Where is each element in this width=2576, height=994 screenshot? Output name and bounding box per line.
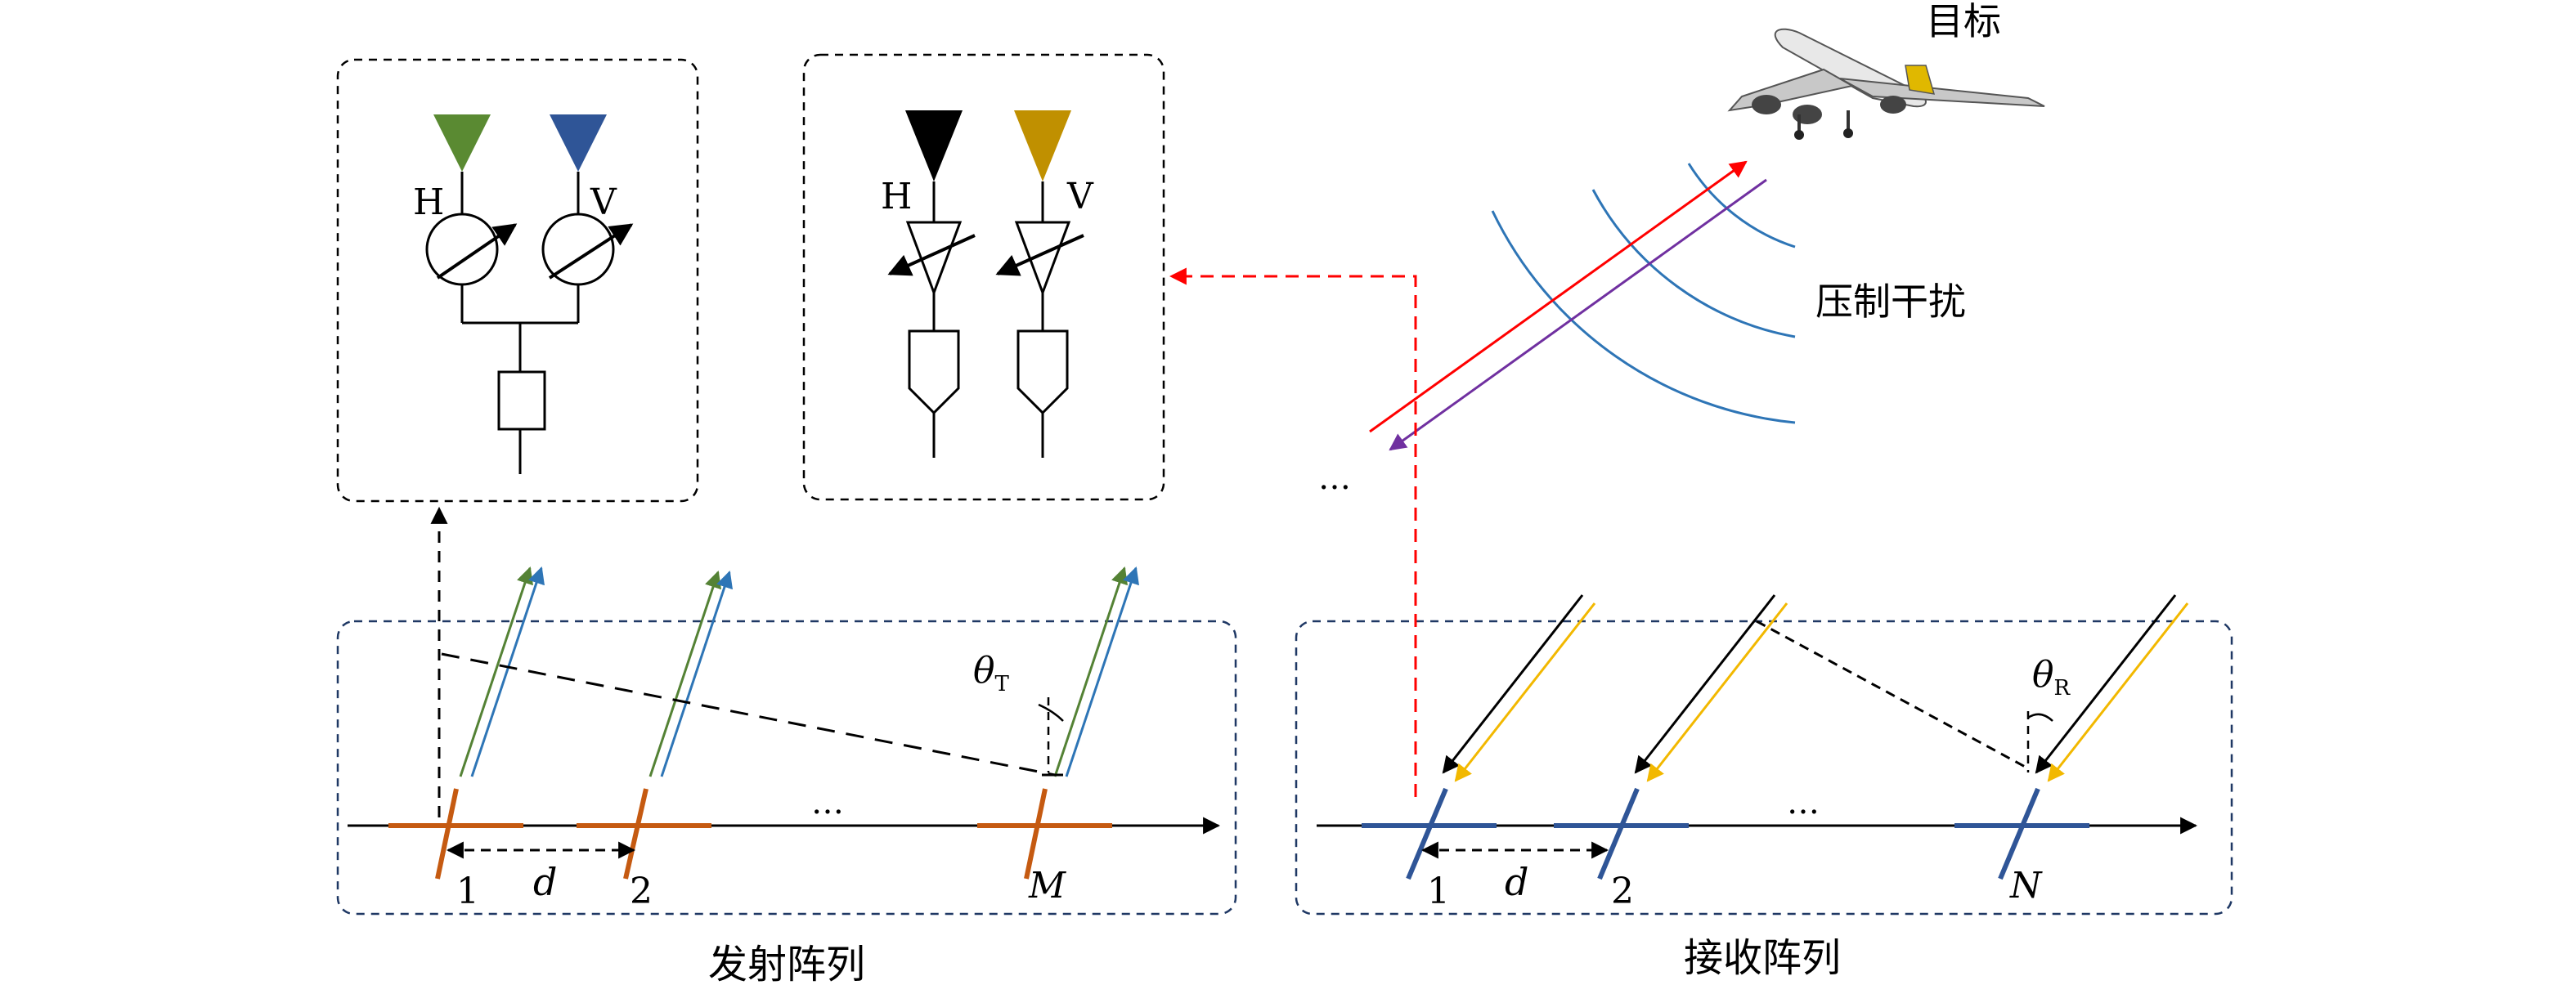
tx-ray-green <box>648 571 722 777</box>
rx-ray-black <box>2035 594 2177 774</box>
rx-ray-yellow <box>2047 602 2189 782</box>
rx-ray-yellow <box>1646 602 1788 782</box>
tx-h-antenna-icon <box>433 114 491 172</box>
rx-propagation-path <box>1389 178 1767 451</box>
rx-v-antenna-icon <box>1014 110 1071 181</box>
rx-ray-yellow <box>1454 602 1596 782</box>
tx-spacing-label: d <box>533 860 557 904</box>
tx-element-2 <box>577 788 711 880</box>
rx-element-2-label: 2 <box>1611 871 1634 912</box>
jamming-label: 压制干扰 <box>1815 280 1966 324</box>
rx-angle-arc <box>2027 713 2053 722</box>
tx-ray-blue <box>470 566 545 777</box>
tx-element-2-label: 2 <box>630 871 653 912</box>
tx-theta-label: θT <box>973 650 1010 696</box>
rx-array-caption: 接收阵列 <box>1684 935 1841 981</box>
rx-v-amplifier-icon <box>1014 221 1071 297</box>
jamming-arcs <box>1491 163 1796 424</box>
rx-ellipsis: … <box>1787 784 1820 822</box>
tx-ellipsis: … <box>811 784 844 822</box>
tx-wavefront-line <box>441 652 1056 777</box>
rx-h-adc-icon <box>908 329 960 415</box>
rx-pol-module-box <box>802 53 1165 501</box>
rx-h-amplifier-icon <box>905 221 963 297</box>
rx-element-n <box>1954 787 2089 880</box>
rx-v-label: V <box>1066 176 1094 217</box>
tx-element-1-label: 1 <box>456 871 479 912</box>
tx-ray-blue <box>1065 566 1139 777</box>
rx-pol-module: H V <box>881 110 1094 458</box>
rx-wavefront-line <box>1756 620 2029 770</box>
airplane-icon <box>1727 28 2045 140</box>
tx-angle-arc <box>1038 703 1064 722</box>
tx-array-caption: 发射阵列 <box>708 942 865 987</box>
rx-v-adc-icon <box>1016 329 1069 415</box>
rx-h-label: H <box>881 176 912 217</box>
jam-ellipsis: … <box>1318 459 1351 497</box>
tx-v-label: V <box>590 181 617 223</box>
rx-array: d 1 2 N … θR <box>1317 594 2198 912</box>
tx-source-block-icon <box>497 370 546 431</box>
tx-element-1 <box>388 788 523 880</box>
tx-v-antenna-icon <box>550 114 607 172</box>
rx-element-2 <box>1554 787 1689 880</box>
rx-h-antenna-icon <box>905 110 963 181</box>
tx-array: d 1 2 M … θT <box>348 566 1221 912</box>
rx-element-1 <box>1362 787 1497 880</box>
rx-array-box <box>1295 620 2233 916</box>
tx-pol-module-box <box>336 58 699 503</box>
tx-element-m <box>977 788 1112 880</box>
rx-spacing-label: d <box>1505 860 1528 904</box>
rx-ray-black <box>1442 594 1584 774</box>
tx-ray-green <box>1053 566 1128 777</box>
tx-propagation-path <box>1369 160 1748 433</box>
tx-array-box <box>336 620 1237 916</box>
target-label: 目标 <box>1926 0 2001 43</box>
tx-h-phase-shifter-icon <box>425 213 499 286</box>
tx-ray-blue <box>660 571 734 777</box>
rx-ray-black <box>1634 594 1776 774</box>
rx-to-module-connector <box>1169 267 1417 797</box>
tx-h-label: H <box>413 181 444 223</box>
rx-element-1-label: 1 <box>1427 871 1450 912</box>
tx-ray-green <box>459 566 533 777</box>
rx-element-n-label: N <box>2009 865 2043 907</box>
tx-element-m-label: M <box>1028 865 1066 907</box>
tx-pol-module: H V <box>413 114 634 474</box>
rx-theta-label: θR <box>2032 654 2071 701</box>
